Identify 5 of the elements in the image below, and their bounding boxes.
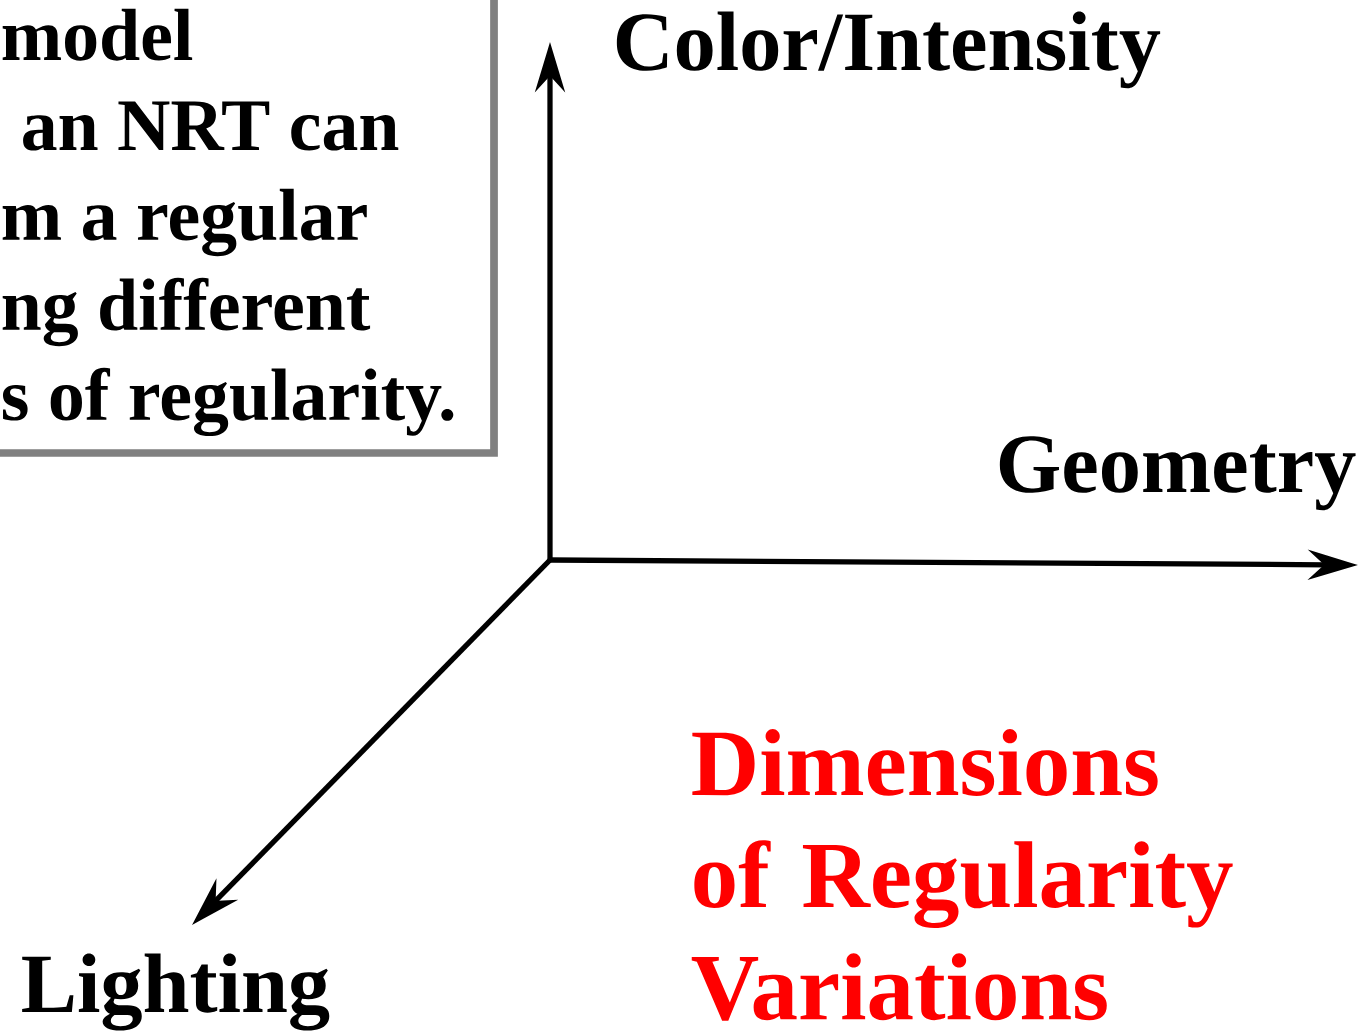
axis-label: Lighting: [22, 953, 330, 1031]
axis-label: Geometry: [999, 436, 1356, 511]
text-box: model an NRT can m a regular ng different s of regularity.: [0, 0, 498, 457]
heading-text: Dimensions of Regularity Variations: [691, 729, 1233, 1021]
axis-label: Color/Intensity: [616, 11, 1161, 89]
